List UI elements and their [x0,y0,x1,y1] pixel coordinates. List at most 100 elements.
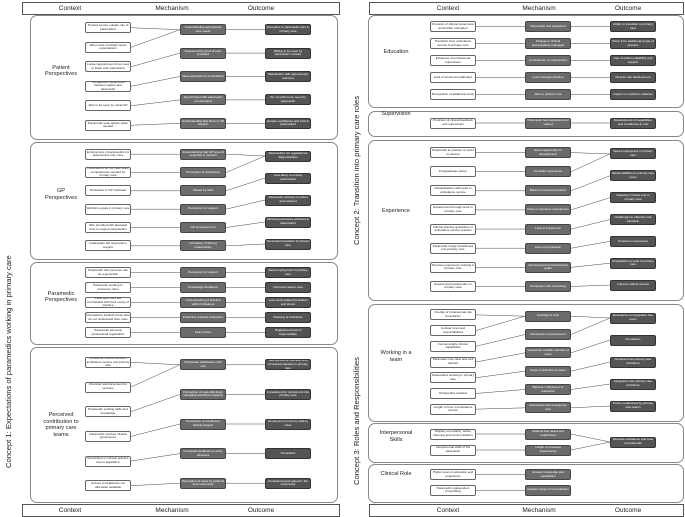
outcome-box: Considered and valued in the community [265,477,311,489]
context-box: Overlap of professional role boundaries [430,309,476,321]
outcome-box: Use of written capability and support [610,55,656,66]
panel-label: Experience [382,207,410,214]
mechanism-box: Perception of insufficient clinical supp… [180,418,226,430]
outcome-box: Willing to be seen by paramedic in futur… [265,47,311,59]
header-outcome: Outcome [247,506,275,514]
mechanism-box: Greater range of consultations [525,484,571,496]
mechanism-box: Paramedic satisfaction with role [180,359,226,371]
outcome-box: Receptive to paramedic care in primary c… [265,24,311,36]
panel-label: GP Perspectives [44,188,78,201]
mechanism-box: Insight on previous experiences [525,444,571,456]
context-box: Access to healthcare not otherwise avail… [85,480,131,492]
context-box: Interpersonal skills of the paramedic [430,444,476,456]
mechanism-box: Fear of loss [180,327,226,338]
outcome-box: Valued addition to primary care team [610,170,656,182]
mechanism-box: Greater knowledge and capabilities [525,469,571,481]
context-box: Inadequate GP supervision support [85,240,131,252]
mechanism-box: Increased workload on other clinicians [180,448,226,460]
mechanism-box: Lack of experience [525,223,571,235]
outcome-box: Challenges in effective role transition [610,214,656,225]
mechanism-box: Perception of support [180,267,226,278]
outcome-box: Surprise in responses [610,235,656,247]
context-box: Paramedic who are comfortable with their… [85,297,131,308]
outcome-box: Development of capabilities and confiden… [610,117,656,129]
panel-label: Perceived contribution to primary care t… [43,412,79,439]
context-box: Paramedics working in primary care [430,372,476,384]
mechanism-box: Consider experience [525,166,571,178]
context-box: Demonstrable clinical capabilities [430,340,476,352]
context-box: Transition from ambulance service to pri… [430,38,476,49]
outcome-box: Drawing of ambitions [265,312,311,323]
outcome-box: Seek employment in primary care [610,148,656,160]
mechanism-box: Formation of Strong relationships [180,240,226,252]
outcome-box: Greater confidence and trust in paramedi… [265,117,311,129]
outcome-box: Accepted into primary care workforce [610,356,656,368]
outcome-box: Move from traditional scope of practice [610,38,656,49]
mechanism-box: Understanding appropriate care needs [180,24,226,36]
outcome-box: Improved patient care [265,282,311,293]
context-box: Paramedics do not have skills competenci… [85,167,131,178]
mechanism-box: Paramedic feel supported and valued [525,117,571,129]
outcome-box: Seek employment in primary care [265,267,311,278]
context-box: Workforce gaps in primary care [85,203,131,215]
context-box: Existence of professional supervision [430,55,476,66]
context-box: Trusted source outside role of paramedic… [85,22,131,34]
left-bottom-header: Context Mechanism Outcome [22,504,340,517]
mechanism-box: Value approach to consultation [180,71,226,82]
mechanism-box: Associated with emergency care [525,402,571,414]
mechanism-box: Clear contribution to team [525,365,571,377]
outcome-box: Successful transition to primary care [265,238,311,250]
mechanism-box: Consistency of employment [525,55,571,66]
mechanism-box: Change in clinical presentations managed [525,38,571,49]
outcome-box: Heightened level of responsibility [265,327,311,338]
outcome-box: Poorly understood by primary care teams [610,400,656,412]
mechanism-box: Barriers / influences to teamwork [525,384,571,395]
outcome-box: Less work related frustration and stress [265,297,311,308]
outcome-box: Preparation to work in primary care [610,257,656,269]
mechanism-box: Valued by GPs [180,185,226,197]
outcome-box: Resistance to integration into team [610,312,656,324]
context-box: Financial reimbursement for services [85,381,131,393]
panel-label: Working in a team [380,350,412,363]
concept-3-label: Concept 3: Roles and Responsibilities [352,357,361,485]
mechanism-box: Learn through practice [525,72,571,83]
outcome-box: Skill workforce retention and increased … [265,359,311,371]
context-box: Previous experience working in primary c… [430,261,476,273]
outcome-box: Paramedic actively recruited and retaine… [265,194,311,206]
header-context: Context [58,506,82,514]
context-box: Paramedic working in crossover roles [85,282,131,293]
context-box: Paramedic seek advice when needed [85,119,131,131]
concept-1-label: Concept 1: Expectations of paramedics wo… [4,255,13,468]
context-box: Recognition of additional study [430,89,476,100]
context-box: Display of empathy, active listening and… [430,428,476,440]
context-box: Perceptions towards those who do not und… [85,312,131,323]
panel-label: Patient Perspectives [44,64,78,78]
context-box: Length of time in ambulance service [430,403,476,415]
header-mechanism: Mechanism [155,506,189,514]
mechanism-box: Viewed as credible member of team [525,347,571,359]
context-box: Paramedic role clear and well defined [430,356,476,368]
context-box: Provision of clinical supervision and fu… [430,21,476,32]
context-box: Experienced through work in primary care [430,204,476,216]
context-box: Paramedics isolated [430,387,476,399]
outcome-box: Do not wish to be seen by paramedic [265,94,311,106]
context-box: Employment of paramedics for assessment … [85,148,131,160]
header-mechanism: Mechanism [155,4,189,12]
mechanism-box: GP empowerment [180,222,226,233]
outcome-box: Impact on workforce balance [610,89,656,100]
header-outcome: Outcome [247,4,275,12]
header-mechanism: Mechanism [522,4,556,12]
context-box: Paramedic who perceive role as a general… [85,267,131,278]
context-box: Paramedic at practice on point to assess [430,147,476,159]
outcome-box: Satisfaction with appointment outcome [265,71,311,82]
header-outcome: Outcome [614,506,642,514]
mechanism-box: Appointment with paramedic not accepted [180,94,226,106]
outcome-box: Develop confidence and trust in paramedi… [610,436,656,448]
mechanism-box: Competent role of working [525,280,571,292]
context-box: When care provided meets expectations [85,41,131,53]
panel-label: Supervision [381,111,411,117]
context-box: Lack of structured pathways [430,72,476,83]
header-outcome: Outcome [614,4,642,12]
outcome-box: Frustration [265,448,311,460]
context-box: Able to be seen by usual GP [85,100,131,112]
